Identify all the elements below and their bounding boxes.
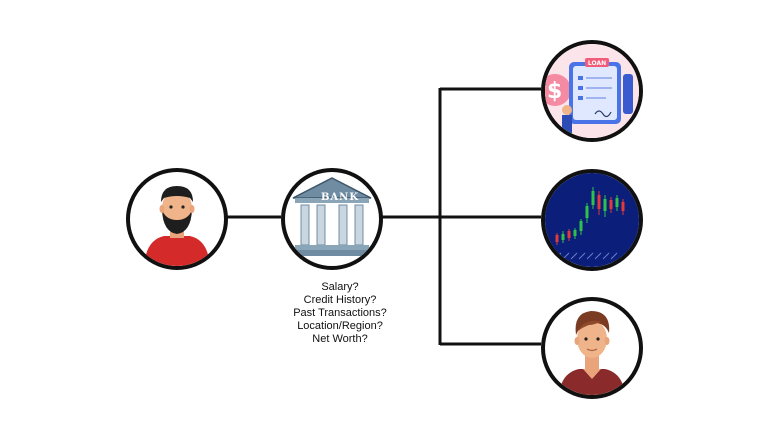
bank-questions-list: Salary? Credit History? Past Transaction… <box>270 281 410 346</box>
candlestick-chart-icon <box>545 173 639 267</box>
loan-node: $ LOAN <box>541 40 643 142</box>
person-node <box>541 297 643 399</box>
chart-node <box>541 169 643 271</box>
bank-sign-text: BANK <box>320 192 360 203</box>
bank-node <box>281 168 383 270</box>
question-item: Credit History? <box>303 294 377 306</box>
customer-node <box>126 168 228 270</box>
question-item: Location/Region? <box>297 320 383 332</box>
bearded-man-avatar-icon <box>144 186 210 266</box>
question-item: Past Transactions? <box>293 307 387 319</box>
svg-text:$: $ <box>547 79 562 104</box>
question-item: Net Worth? <box>312 333 368 345</box>
question-item: Salary? <box>321 281 359 293</box>
young-man-avatar-icon <box>559 311 625 395</box>
loan-badge-text: LOAN <box>588 60 606 67</box>
loan-application-icon: $ LOAN <box>545 44 639 138</box>
bank-building-icon <box>291 177 373 256</box>
